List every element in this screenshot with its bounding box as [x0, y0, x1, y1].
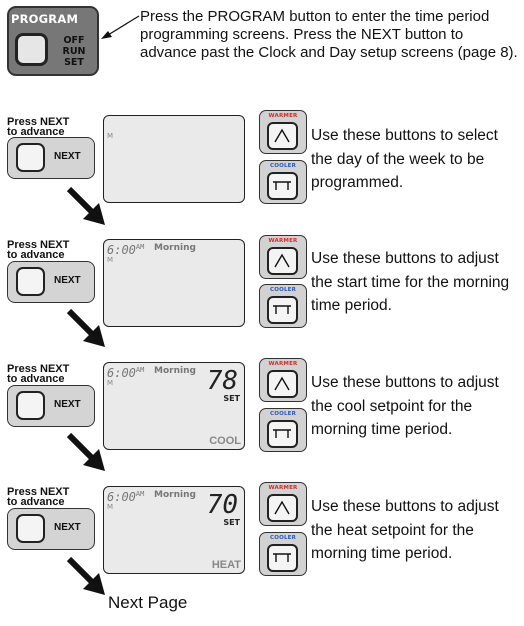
warmer-key[interactable]	[267, 370, 298, 398]
cooler-key[interactable]	[267, 172, 298, 200]
lcd-mode: COOL	[209, 435, 241, 447]
cooler-button[interactable]: COOLER	[259, 284, 307, 328]
down-arrow-icon	[273, 181, 291, 190]
next-button[interactable]: NEXT	[7, 508, 95, 550]
down-right-arrow-icon	[66, 432, 105, 471]
warmer-key[interactable]	[267, 247, 298, 275]
lcd-mode: HEAT	[211, 559, 241, 571]
switch-run-label: RUN	[62, 46, 86, 57]
warmer-label: WARMER	[268, 361, 298, 367]
warmer-label: WARMER	[268, 485, 298, 491]
off-run-set-switch[interactable]: OFF RUN SET	[57, 35, 91, 68]
cooler-label: COOLER	[269, 535, 297, 541]
down-right-arrow-icon	[66, 186, 105, 225]
next-page-label: Next Page	[108, 593, 188, 612]
next-key[interactable]	[16, 514, 45, 543]
lcd-set-label: SET	[223, 518, 240, 527]
cooler-button[interactable]: COOLER	[259, 408, 307, 452]
up-arrow-icon	[274, 128, 290, 143]
warmer-button[interactable]: WARMER	[259, 235, 307, 279]
cooler-key[interactable]	[267, 420, 298, 448]
down-arrow-icon	[273, 429, 291, 438]
lcd-day-indicator: M	[107, 132, 114, 140]
lcd-display: 6:00AM Morning M 78 SET COOL	[103, 362, 245, 450]
warmer-label: WARMER	[268, 238, 298, 244]
warmer-key[interactable]	[267, 122, 298, 150]
lcd-time: 6:00AM	[107, 366, 145, 380]
program-button-label: PROGRAM	[11, 12, 79, 26]
step-description: Use these buttons to select the day of t…	[311, 127, 498, 191]
lcd-day-indicator: M	[107, 256, 114, 264]
up-arrow-icon	[274, 500, 290, 515]
program-button[interactable]: PROGRAM OFF RUN SET	[7, 6, 99, 76]
program-key[interactable]	[15, 33, 48, 66]
next-button-label: NEXT	[54, 399, 81, 410]
step-description: Use these buttons to adjust the heat set…	[311, 498, 499, 562]
down-arrow-icon	[273, 305, 291, 314]
lcd-day-indicator: M	[107, 503, 114, 511]
lcd-setpoint: 78	[206, 366, 238, 396]
lcd-period: Morning	[154, 243, 196, 253]
switch-off-label: OFF	[63, 35, 85, 46]
next-button-label: NEXT	[54, 275, 81, 286]
cooler-label: COOLER	[269, 411, 297, 417]
next-button[interactable]: NEXT	[7, 261, 95, 303]
warmer-label: WARMER	[268, 113, 298, 119]
warmer-key[interactable]	[267, 494, 298, 522]
cooler-button[interactable]: COOLER	[259, 532, 307, 576]
lcd-set-label: SET	[223, 394, 240, 403]
lcd-day-indicator: M	[107, 379, 114, 387]
lcd-display: 6:00AM Morning M	[103, 239, 245, 327]
cooler-key[interactable]	[267, 296, 298, 324]
lcd-period: Morning	[154, 490, 196, 500]
next-key[interactable]	[16, 143, 45, 172]
lcd-display: M	[103, 115, 245, 203]
down-right-arrow-icon	[66, 308, 105, 347]
up-arrow-icon	[274, 376, 290, 391]
switch-set-label: SET	[64, 57, 84, 68]
lcd-time: 6:00AM	[107, 490, 145, 504]
up-arrow-icon	[274, 253, 290, 268]
cooler-key[interactable]	[267, 544, 298, 572]
warmer-button[interactable]: WARMER	[259, 110, 307, 154]
next-key[interactable]	[16, 391, 45, 420]
next-key[interactable]	[16, 267, 45, 296]
warmer-button[interactable]: WARMER	[259, 482, 307, 526]
warmer-button[interactable]: WARMER	[259, 358, 307, 402]
down-right-arrow-icon	[66, 556, 105, 595]
intro-text: Press the PROGRAM button to enter the ti…	[140, 8, 518, 61]
step-description: Use these buttons to adjust the start ti…	[311, 250, 510, 314]
lcd-time: 6:00AM	[107, 243, 145, 257]
next-button[interactable]: NEXT	[7, 385, 95, 427]
lcd-period: Morning	[154, 366, 196, 376]
step-description: Use these buttons to adjust the cool set…	[311, 374, 499, 438]
next-button-label: NEXT	[54, 151, 81, 162]
lcd-display: 6:00AM Morning M 70 SET HEAT	[103, 486, 245, 574]
down-arrow-icon	[273, 553, 291, 562]
lcd-setpoint: 70	[206, 490, 238, 520]
cooler-button[interactable]: COOLER	[259, 160, 307, 204]
next-button[interactable]: NEXT	[7, 137, 95, 179]
next-button-label: NEXT	[54, 522, 81, 533]
cooler-label: COOLER	[269, 287, 297, 293]
pointer-arrow-icon	[101, 15, 140, 39]
cooler-label: COOLER	[269, 163, 297, 169]
